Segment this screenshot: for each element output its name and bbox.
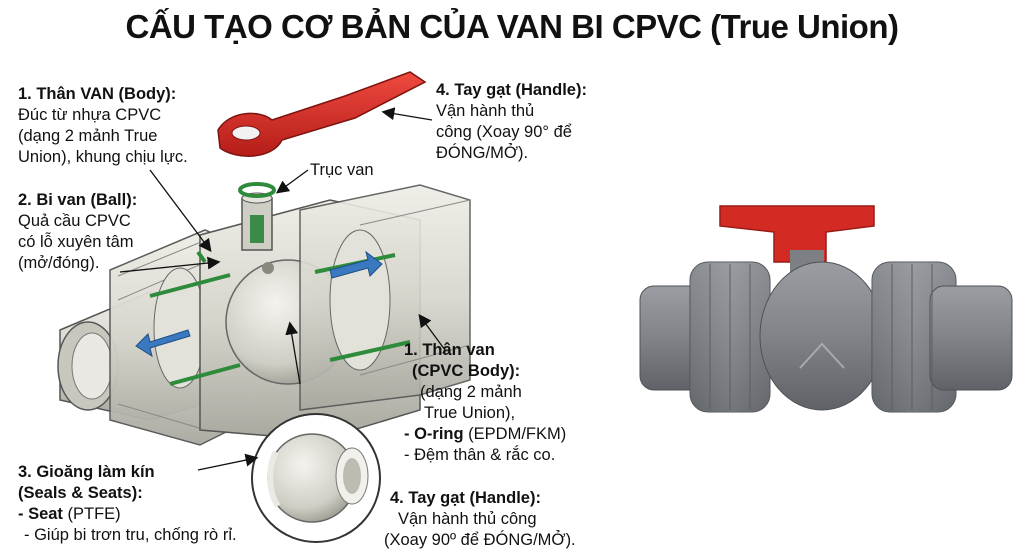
label-body-top-text: Đúc từ nhựa CPVC (dạng 2 mảnh True Union…: [18, 106, 188, 166]
valve-stem: [238, 182, 276, 251]
label-handle-bottom-line1: Vận hành thủ công: [398, 510, 537, 528]
leader-lines: [119, 107, 446, 471]
page-title: CẤU TẠO CƠ BẢN CỦA VAN BI CPVC (True Uni…: [125, 8, 899, 45]
label-oring-bold: - O-ring: [404, 425, 464, 443]
label-seat-rest: (PTFE): [62, 505, 121, 523]
label-body-top: 1. Thân VAN (Body): Đúc từ nhựa CPVC (dạ…: [18, 84, 238, 168]
label-body-top-heading: 1. Thân VAN (Body):: [18, 85, 177, 103]
label-stem: Trục van: [310, 160, 374, 181]
flow-arrow-right: [329, 250, 383, 279]
label-handle-top-text: Vận hành thủ công (Xoay 90° để ĐÓNG/MỞ).: [436, 102, 572, 162]
label-oring-rest: (EPDM/FKM): [463, 425, 567, 443]
real-valve-photo: [639, 205, 1013, 413]
handle-illustration: [217, 71, 427, 157]
label-body-right-heading1: 1. Thân van: [404, 341, 495, 359]
flow-arrow-left: [135, 329, 191, 358]
label-seat-bold: - Seat: [18, 505, 63, 523]
label-ball: 2. Bi van (Ball): Quả cầu CPVC có lỗ xuy…: [18, 190, 178, 274]
label-stem-text: Trục van: [310, 161, 374, 179]
label-seals-heading2: (Seals & Seats):: [18, 484, 143, 502]
label-handle-bottom: 4. Tay gạt (Handle): Vận hành thủ công (…: [384, 488, 604, 551]
label-body-right: 1. Thân van (CPVC Body): (dạng 2 mảnh Tr…: [404, 340, 634, 466]
label-body-right-line4: - Đệm thân & rắc co.: [404, 446, 556, 464]
ball-zoom-circle: [251, 413, 381, 543]
label-handle-bottom-line2: (Xoay 90º để ĐÓNG/MỞ).: [384, 531, 576, 549]
label-handle-top: 4. Tay gạt (Handle): Vận hành thủ công (…: [436, 80, 626, 164]
label-seals-line3: - Giúp bi trơn tru, chống rò rỉ.: [24, 526, 237, 544]
label-body-right-line1: (dạng 2 mảnh: [420, 383, 522, 401]
label-ball-text: Quả cầu CPVC có lỗ xuyên tâm (mở/đóng).: [18, 212, 134, 272]
label-body-right-heading2: (CPVC Body):: [412, 362, 521, 380]
label-handle-bottom-heading: 4. Tay gạt (Handle):: [390, 489, 541, 507]
label-ball-heading: 2. Bi van (Ball):: [18, 191, 138, 209]
label-handle-top-heading: 4. Tay gạt (Handle):: [436, 81, 587, 99]
label-body-right-line2: True Union),: [424, 404, 516, 422]
label-seals: 3. Gioăng làm kín (Seals & Seats): - Sea…: [18, 462, 308, 546]
label-seals-heading1: 3. Gioăng làm kín: [18, 463, 155, 481]
